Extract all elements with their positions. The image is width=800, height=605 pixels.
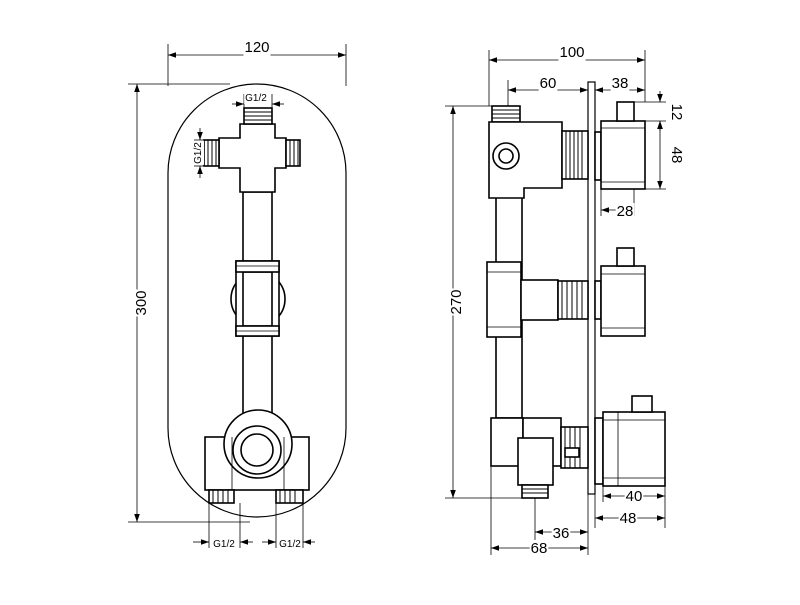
left-thread (203, 139, 220, 167)
dim-thermostat-projection: 48 (594, 494, 665, 528)
middle-bracket-top-band (235, 260, 280, 273)
dim-overall-depth: 100 (488, 44, 646, 106)
dim-side-thread: G1/2 (193, 128, 204, 178)
front-view: 120 300 G1/2 G1/2 (128, 39, 347, 550)
dim-handle-cap-label: 12 (668, 104, 685, 121)
label-backdrop (193, 140, 204, 165)
side-view: 100 60 38 12 48 (445, 44, 685, 557)
top-handle (594, 101, 646, 190)
bottom-right-thread-label: G1/2 (279, 539, 301, 550)
dim-overall-height-label: 300 (133, 290, 150, 315)
label-backdrop (538, 75, 558, 92)
label-backdrop (529, 540, 549, 557)
dim-top-thread: G1/2 (232, 93, 284, 108)
label-backdrop (618, 510, 638, 527)
dim-handle-height-label: 48 (668, 147, 685, 164)
label-backdrop (244, 93, 269, 104)
dim-handle-projection-label: 38 (612, 75, 629, 92)
top-thread-label: G1/2 (245, 93, 267, 104)
label-backdrop (668, 102, 685, 122)
label-backdrop (243, 39, 271, 56)
dim-body-height: 270 (445, 105, 522, 499)
dim-bottom-left-thread: G1/2 (193, 503, 253, 550)
dim-overall-depth-label: 100 (559, 44, 584, 61)
middle-handle (594, 247, 646, 337)
label-backdrop (668, 145, 685, 165)
side-cover-plate (587, 81, 596, 495)
dim-total-bottom-depth-label: 68 (531, 540, 548, 557)
dim-outlet-offset-label: 36 (553, 525, 570, 542)
bottom-left-thread (208, 489, 235, 504)
dim-handle-width-label: 28 (617, 203, 634, 220)
dim-handle-width: 28 (600, 189, 635, 220)
dim-overall-width: 120 (167, 39, 347, 86)
bottom-left-thread-label: G1/2 (213, 539, 235, 550)
dim-thermostat-knob-label: 40 (626, 488, 643, 505)
middle-valve-body (486, 261, 589, 338)
label-backdrop (448, 288, 465, 316)
label-backdrop (558, 44, 586, 61)
top-thread (243, 107, 273, 125)
bottom-valve-port-inner (240, 433, 274, 467)
dim-thermostat-knob: 40 (602, 486, 666, 528)
thermostat-knob (594, 395, 666, 487)
dim-outlet-offset: 36 (534, 498, 588, 550)
dim-body-height-label: 270 (448, 289, 465, 314)
dim-thermostat-projection-label: 48 (620, 510, 637, 527)
label-backdrop (278, 539, 303, 550)
dim-bottom-right-thread: G1/2 (262, 503, 315, 550)
dim-total-bottom-depth: 68 (490, 466, 589, 557)
label-backdrop (551, 525, 571, 542)
bottom-right-thread (275, 489, 304, 504)
dim-overall-width-label: 120 (244, 39, 269, 56)
label-backdrop (624, 488, 644, 505)
bottom-valve-body (490, 417, 589, 499)
side-thread-label: G1/2 (193, 142, 204, 164)
label-backdrop (133, 289, 150, 317)
cover-plate-outline (167, 83, 347, 518)
label-backdrop (615, 203, 635, 220)
dim-handle-height: 48 (645, 121, 685, 190)
label-backdrop (610, 75, 630, 92)
dim-body-depth: 60 (507, 75, 588, 106)
right-thread (285, 139, 301, 167)
label-backdrop (212, 539, 237, 550)
middle-bracket-inner (242, 271, 273, 327)
upper-cross-fitting (218, 123, 287, 193)
dim-handle-projection: 38 (595, 75, 645, 93)
dim-overall-height: 300 (128, 83, 250, 523)
dim-body-depth-label: 60 (540, 75, 557, 92)
top-valve-body (488, 105, 589, 199)
